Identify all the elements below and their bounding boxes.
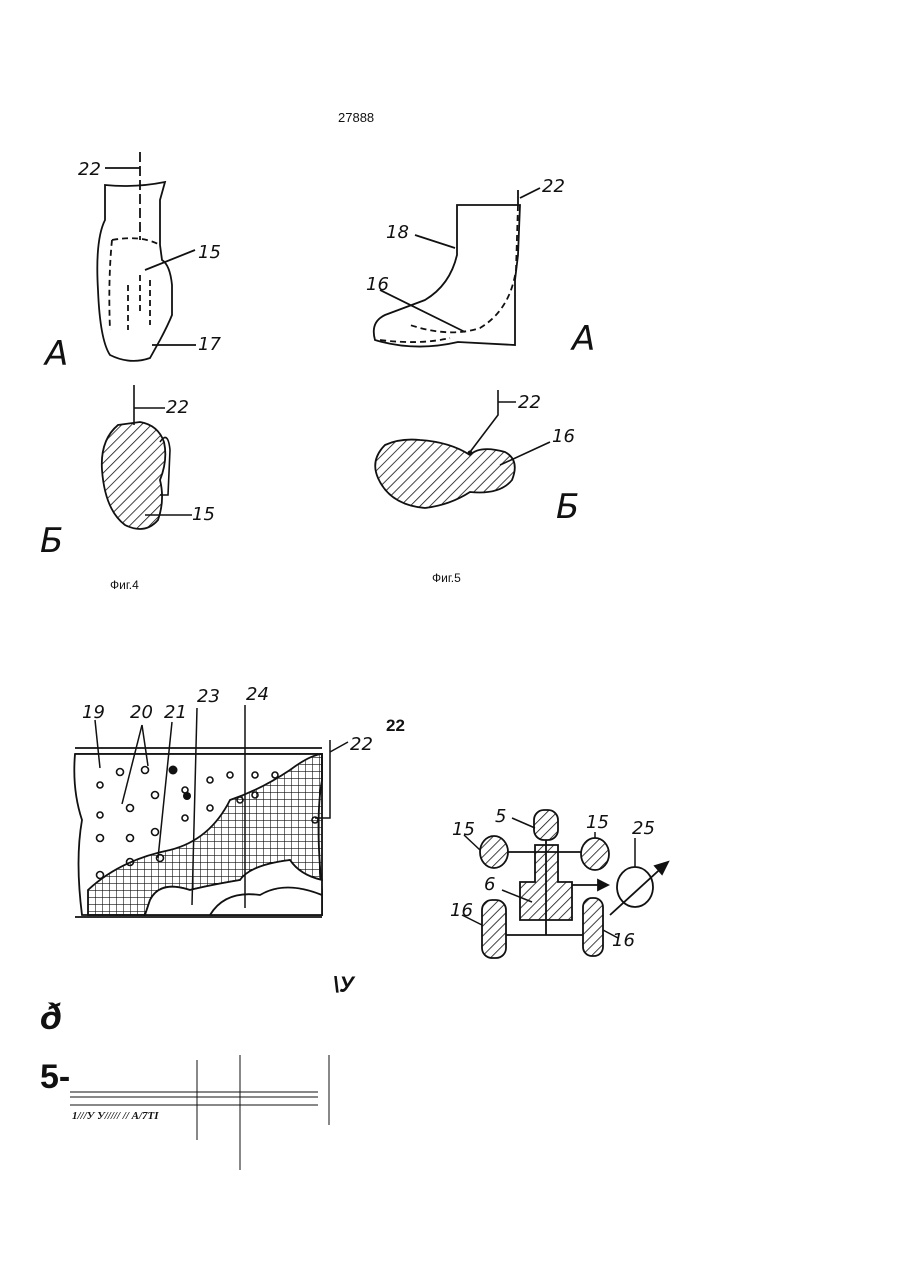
fragment-d-mark: ð xyxy=(40,996,62,1038)
fig5-b-label-22: 22 xyxy=(518,392,541,413)
fig5-a-letter: А xyxy=(570,319,595,359)
fig4-b-letter: Б xyxy=(40,521,63,561)
fragment-y-mark: \У xyxy=(333,972,354,998)
fig5-b-label-16: 16 xyxy=(552,426,575,447)
fig6-label-20: 20 xyxy=(130,702,153,723)
fig6-label-23: 23 xyxy=(197,686,220,707)
fig6-section xyxy=(74,748,322,917)
fig7-label-16-left: 16 xyxy=(450,900,473,921)
fig4-drawing: 22 15 17 А 22 15 Б xyxy=(0,140,300,560)
fig4-a-label-22: 22 xyxy=(78,159,101,180)
garbled-table-text: 1///У У///// // А/7ТІ xyxy=(72,1110,159,1122)
fig5-drawing: 22 18 16 А 22 16 Б xyxy=(330,160,630,540)
fig5-a-label-18: 18 xyxy=(386,222,409,243)
page-number: 27888 xyxy=(338,110,374,125)
fig6-label-22: 22 xyxy=(350,734,373,755)
fig4-a-label-15: 15 xyxy=(198,242,221,263)
fig5-b-letter: Б xyxy=(556,487,579,527)
fig6-label-24: 24 xyxy=(246,684,269,705)
fig7-drawing: 5 15 15 25 6 16 16 xyxy=(440,790,690,970)
fig5-boot-view-a xyxy=(374,188,540,347)
fig4-a-letter: А xyxy=(43,334,68,374)
fig7-label-15-right: 15 xyxy=(586,812,609,833)
fig4-b-label-22: 22 xyxy=(166,397,189,418)
fig7-label-16-right: 16 xyxy=(612,930,635,951)
fig6-drawing: 19 20 21 23 24 22 xyxy=(60,680,420,930)
fig5-caption: Фиг.5 xyxy=(432,571,461,585)
fig4-b-label-15: 15 xyxy=(192,504,215,525)
fig6-label-21: 21 xyxy=(164,702,187,723)
fig4-mitten-view-a xyxy=(97,152,196,361)
fig6-label-19: 19 xyxy=(82,702,105,723)
fig7-label-5: 5 xyxy=(495,806,506,827)
fig5-a-label-22: 22 xyxy=(542,176,565,197)
fig6-extra-label-22: 22 xyxy=(386,716,405,736)
fig4-caption: Фиг.4 xyxy=(110,578,139,592)
fig4-a-label-17: 17 xyxy=(198,334,221,355)
fig7-label-15-left: 15 xyxy=(452,819,475,840)
fig7-label-6: 6 xyxy=(484,874,495,895)
fig7-label-25: 25 xyxy=(632,818,655,839)
fig5-a-label-16: 16 xyxy=(366,274,389,295)
